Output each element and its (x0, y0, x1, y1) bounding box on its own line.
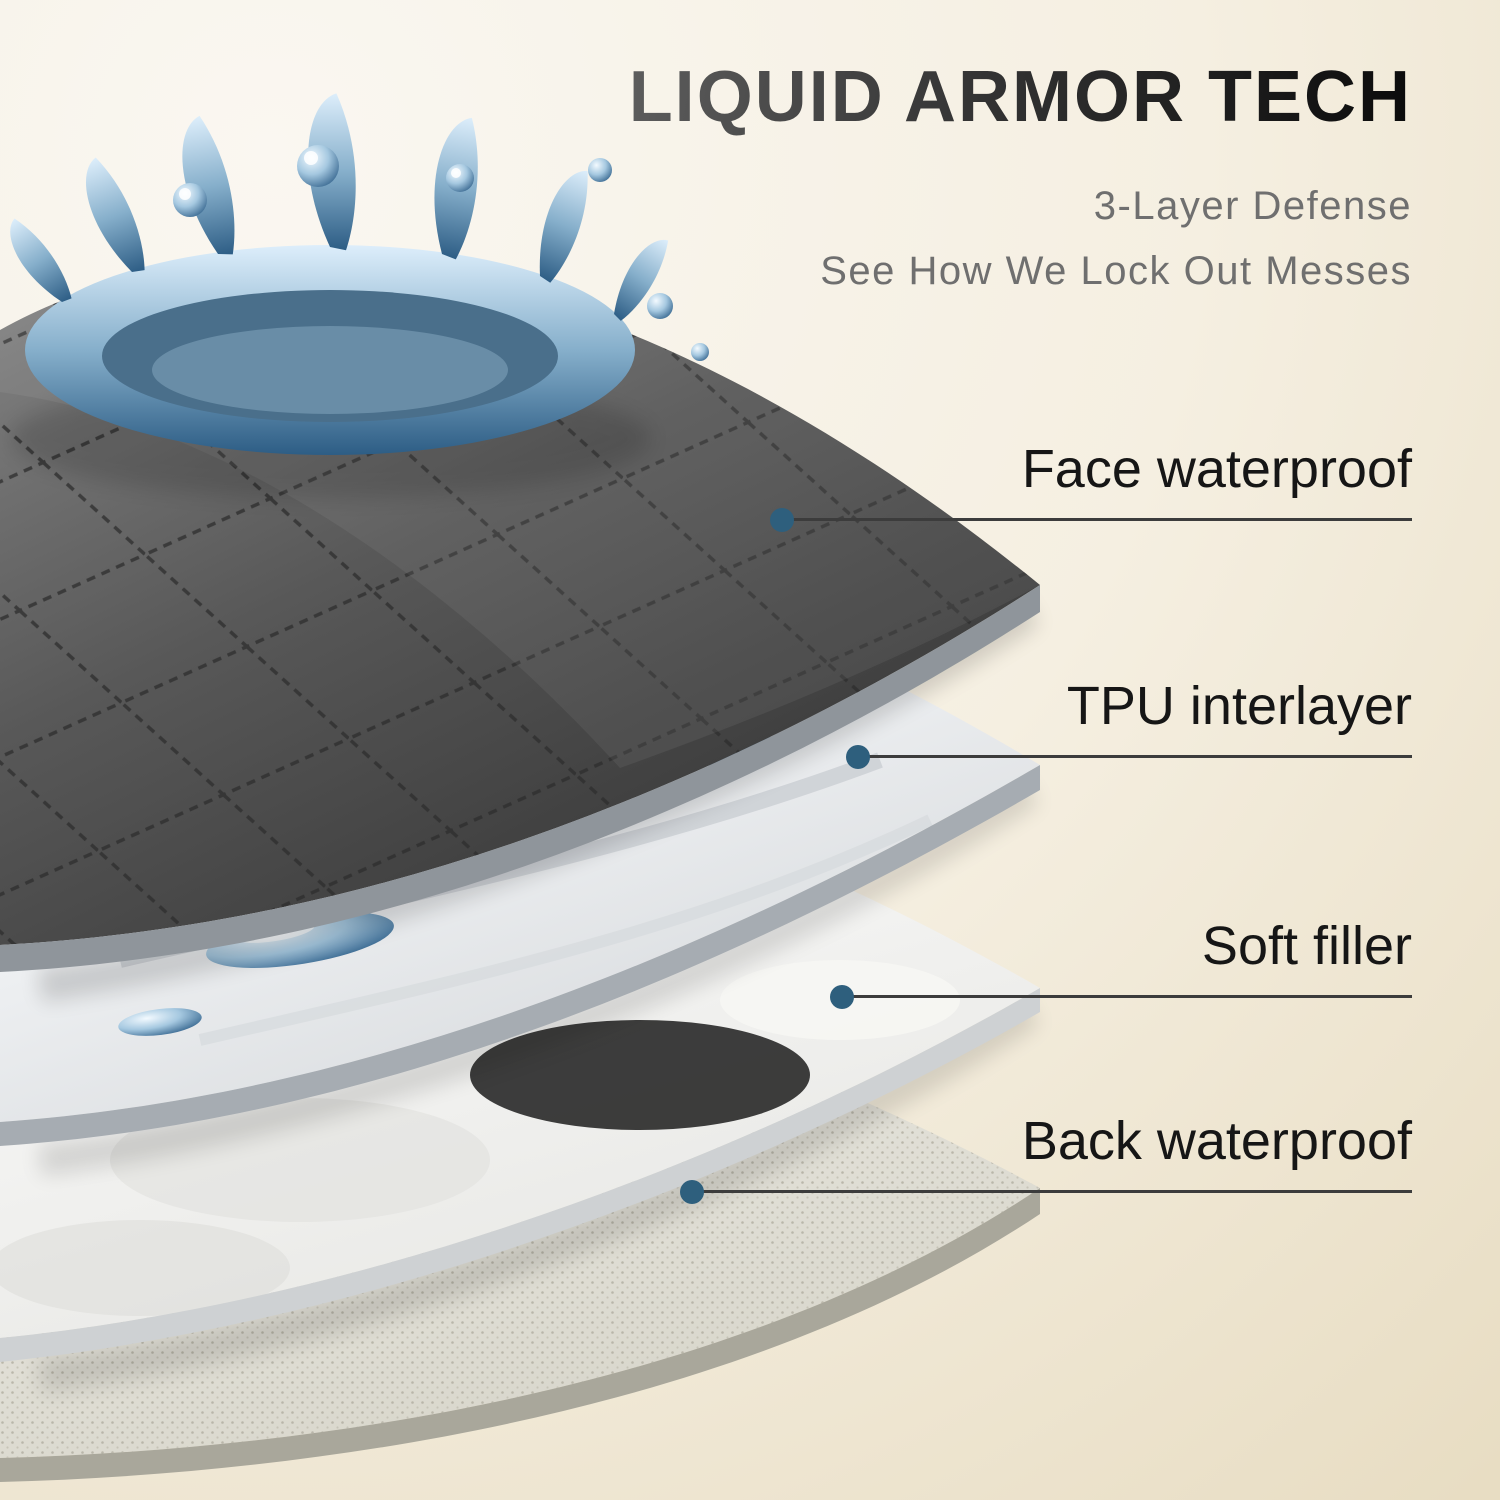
callout-line-back-waterproof (692, 1190, 1412, 1193)
callout-label-back-waterproof: Back waterproof (1021, 1111, 1412, 1171)
callout-dot-soft-filler (830, 985, 854, 1009)
flying-water-droplets (173, 145, 709, 361)
callout-label-face-waterproof: Face waterproof (1021, 439, 1412, 499)
callout-label-soft-filler: Soft filler (1201, 916, 1412, 976)
callout-dot-back-waterproof (680, 1180, 704, 1204)
shadow-under-tpu (38, 776, 1039, 1176)
callout-dot-face-waterproof (770, 508, 794, 532)
subtitle-line-1: 3-Layer Defense (1093, 184, 1412, 228)
callout-dot-tpu-interlayer (846, 745, 870, 769)
shadow-under-filler (37, 995, 1040, 1392)
callout-line-face-waterproof (782, 518, 1412, 521)
callout-label-tpu-interlayer: TPU interlayer (1066, 676, 1412, 736)
page-title: LIQUID ARMOR TECH (628, 57, 1412, 137)
water-splash-graphic (0, 93, 709, 498)
title-block: LIQUID ARMOR TECH 3-Layer Defense See Ho… (629, 56, 1412, 304)
callout-line-tpu-interlayer (858, 755, 1412, 758)
callout-line-soft-filler (842, 995, 1412, 998)
subtitle: 3-Layer Defense See How We Lock Out Mess… (629, 174, 1412, 304)
subtitle-line-2: See How We Lock Out Messes (820, 248, 1412, 293)
